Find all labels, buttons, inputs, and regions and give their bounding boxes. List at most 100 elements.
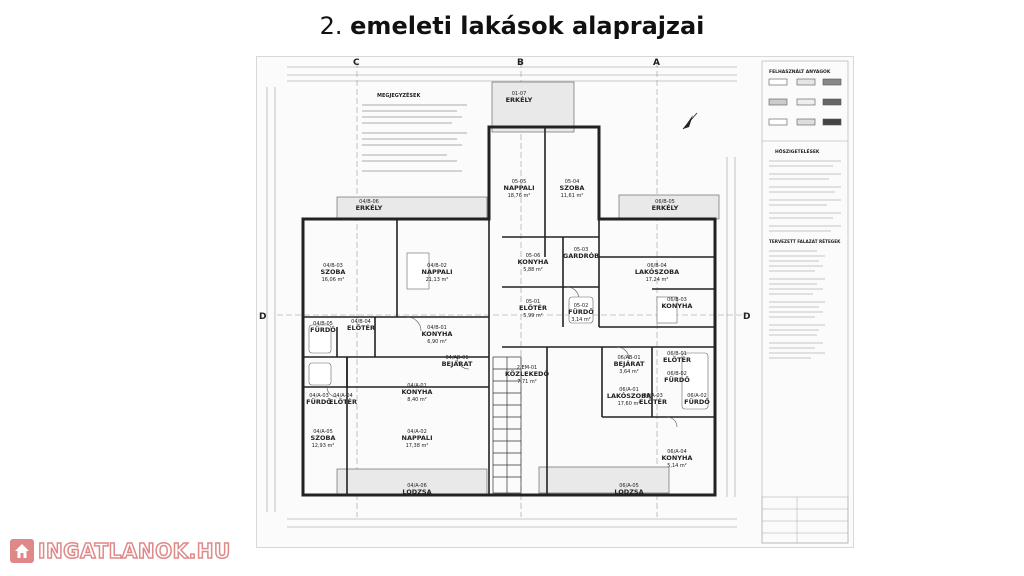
room-name: BEJÁRAT [442,359,473,368]
room-area: 7,71 m² [517,379,537,385]
room-name: FÜRDŐ [568,307,594,316]
room-area: 18,76 m² [508,193,531,199]
room-area: 5,88 m² [523,267,543,273]
room-area: 3,64 m² [619,369,639,375]
room-name: BEJÁRAT [614,359,645,368]
room-name: FÜRDŐ [664,375,690,384]
room-id: 05-04 [565,179,580,185]
room-area: 12,93 m² [312,443,335,449]
room-id: 04/B-02 [427,263,447,269]
room-id: 04/A-03 [309,393,329,399]
room-id: 06/B-05 [655,199,675,205]
room-name: FÜRDŐ [310,325,336,334]
room-name: NAPPALI [422,268,453,276]
room-name: ELŐTÉR [519,303,547,312]
axis-markers: C B A D D [259,58,750,322]
room-name: ELŐTÉR [663,355,691,364]
room-id: 04/A-02 [407,429,427,435]
axis-label-a: A [653,58,660,68]
room-id: 06/A-03 [643,393,663,399]
room-area: 8,40 m² [407,397,427,403]
axis-label-b: B [517,58,524,68]
room-id: 06/A-05 [619,483,639,489]
insulation-title: HŐSZIGETELÉSEK [775,147,820,155]
room-id: 04/B-04 [351,319,371,325]
room-name: ERKÉLY [652,203,679,212]
room-area: 3,14 m² [571,317,591,323]
room-name: FÜRDŐ [306,397,332,406]
room-id: 05-02 [574,303,589,309]
room-id: 04/B-05 [313,321,333,327]
north-arrow-icon [682,112,698,130]
staircase [492,356,522,494]
title-number: 2. [319,12,343,40]
room-id: 05-01 [526,299,541,305]
room-area: 5,14 m² [667,463,687,469]
room-name: ERKÉLY [356,203,383,212]
room-name: LODZSA [614,488,643,496]
room-id: 06/B-01 [667,351,687,357]
room-name: NAPPALI [402,434,433,442]
room-id: 04/A-04 [333,393,353,399]
room-name: LAKÓSZOBA [607,391,651,400]
title-text: emeleti lakások alaprajzai [350,12,705,40]
axis-label-d-right: D [743,312,750,322]
dimension-lines [266,62,747,528]
room-area: 16,06 m² [322,277,345,283]
room-name: KONYHA [422,330,453,338]
room-id: 06/B-04 [647,263,667,269]
room-id: 05-06 [526,253,541,259]
room-name: LODZSA [402,488,431,496]
room-id: 04/B-03 [323,263,343,269]
room-id: 05-05 [512,179,527,185]
room-id: 06/A-02 [687,393,707,399]
room-name: ELŐTÉR [329,397,357,406]
room-area: 11,61 m² [561,193,584,199]
room-id: 2.EM-01 [517,365,537,371]
room-id: 04/A-06 [407,483,427,489]
room-id: 04/A-05 [313,429,333,435]
legend-panel: FELHASZNÁLT ANYAGOK HŐSZIGETELÉSEK [761,60,849,544]
room-name: LAKÓSZOBA [635,267,679,276]
room-area: 17,38 m² [406,443,429,449]
room-name: SZOBA [560,184,585,192]
axis-label-d-left: D [259,312,266,322]
room-id: 04/B-06 [359,199,379,205]
room-area: 6,90 m² [427,339,447,345]
room-name: SZOBA [321,268,346,276]
axis-label-c: C [353,58,360,68]
wall-layers-title: TERVEZETT FALAZAT RÉTEGEK [769,239,841,244]
notes-block: MEGJEGYZÉSEK [362,91,467,172]
room-id: 06/A-01 [619,387,639,393]
room-name: SZOBA [311,434,336,442]
room-id: 06/A-04 [667,449,687,455]
room-name: KONYHA [662,454,693,462]
building-walls [301,125,717,497]
room-name: ERKÉLY [506,95,533,104]
